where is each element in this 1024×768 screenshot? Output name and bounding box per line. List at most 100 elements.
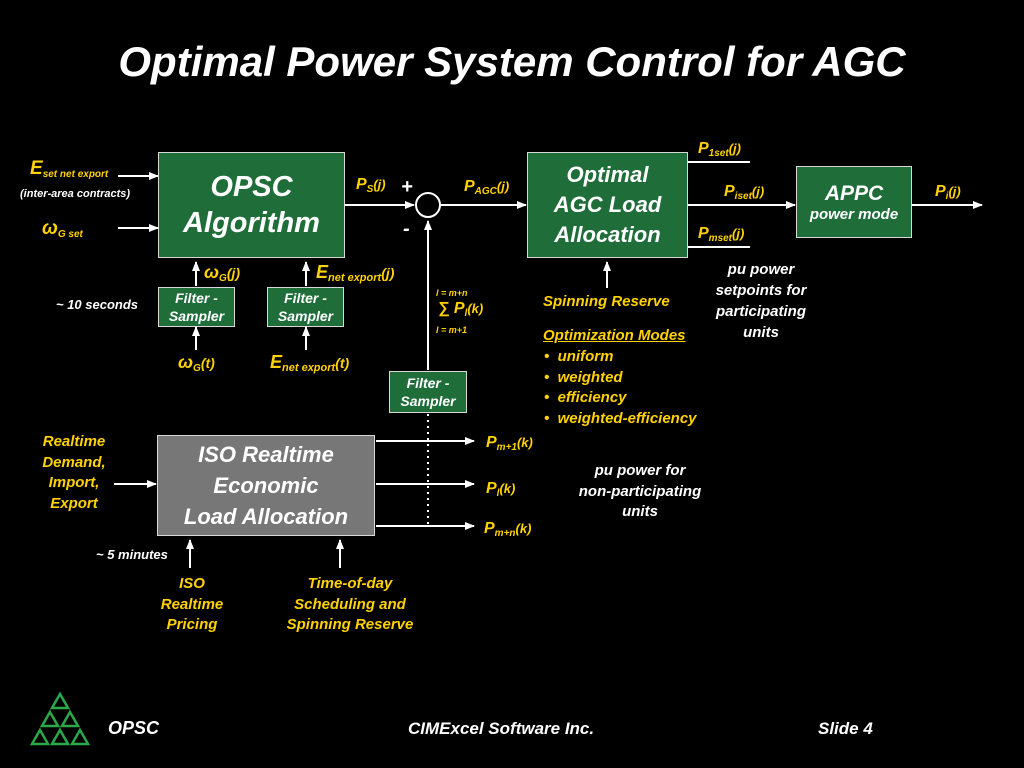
ps-sub: S	[366, 184, 374, 195]
pmn-arg: (k)	[515, 521, 532, 536]
appc-line1: APPC	[824, 181, 884, 205]
e-set-note: (inter-area contracts)	[20, 188, 131, 200]
filter3-line1: Filter -	[406, 375, 450, 391]
pu-setpoints-line2: setpoints for	[715, 282, 807, 299]
sum-expression: ∑ Pl(k)	[438, 300, 483, 319]
pagc-label: PAGC(j)	[464, 178, 510, 197]
footer-left: OPSC	[108, 718, 160, 738]
optimization-modes-list: • uniform • weighted • efficiency • weig…	[544, 347, 697, 429]
minus-sign: -	[403, 218, 410, 240]
page-title: Optimal Power System Control for AGC	[118, 38, 906, 85]
tod-line1: Time-of-day	[307, 575, 393, 592]
filter-sampler-2: Filter - Sampler	[267, 287, 344, 327]
pu-nonparticipating-note: pu power for non-participating units	[560, 461, 720, 523]
sum-p: P	[453, 300, 465, 317]
time-of-day-note: Time-of-day Scheduling and Spinning Rese…	[270, 574, 430, 636]
agc-line1: Optimal	[566, 162, 649, 187]
pi-arg: (j)	[948, 184, 961, 199]
opsc-line2: Algorithm	[183, 207, 320, 239]
pl-label: Pl(k)	[486, 480, 515, 499]
e-set-label: Eset net export	[30, 158, 108, 180]
opt-mode-weighted-efficiency: weighted-efficiency	[557, 409, 697, 427]
p1set-arg: (j)	[728, 141, 741, 156]
agc-line3: Allocation	[554, 222, 661, 247]
piset-main: P	[724, 183, 735, 200]
agc-line2: AGC Load	[553, 192, 662, 217]
realtime-demand-line1: Realtime	[42, 433, 106, 450]
optimization-modes-title: Optimization Modes	[543, 327, 686, 344]
footer-center: CIMExcel Software Inc.	[408, 719, 595, 738]
iso-realtime-box: ISO Realtime Economic Load Allocation	[157, 435, 375, 536]
appc-box: APPC power mode	[796, 166, 912, 238]
plus-sign: +	[401, 176, 413, 198]
pl-main: P	[486, 480, 497, 497]
iso-line2: Economic	[213, 473, 319, 498]
iso-line1: ISO Realtime	[198, 442, 334, 467]
iso-pricing-line1: ISO	[179, 575, 205, 592]
pl-sub: l	[496, 488, 500, 499]
omega-gj-arg: (j)	[226, 265, 241, 281]
pu-nonpart-line1: pu power for	[594, 462, 686, 479]
ps-arg: (j)	[373, 177, 386, 192]
pagc-sub: AGC	[474, 186, 497, 197]
pmset-label: Pmset(j)	[698, 225, 744, 244]
pm1-label: Pm+1(k)	[486, 434, 533, 453]
opt-mode-item: • weighted	[544, 368, 623, 386]
sum-symbol: ∑	[438, 300, 450, 317]
five-minutes-label: ~ 5 minutes	[96, 547, 168, 562]
tod-line2: Scheduling and	[294, 595, 406, 613]
iso-pricing-line3: Pricing	[166, 616, 218, 633]
sum-sub: l	[464, 308, 468, 319]
opsc-algorithm-box: OPSC Algorithm	[158, 152, 345, 258]
pi-main: P	[935, 183, 946, 200]
omega-gt-arg: (t)	[200, 355, 215, 371]
e-netj-arg: (j)	[381, 265, 395, 281]
pi-sub: i	[945, 191, 949, 202]
omega-gj-sub: G	[219, 273, 227, 284]
pu-setpoints-line3: participating	[715, 303, 806, 320]
pu-nonpart-line3: units	[622, 503, 658, 520]
opt-mode-item: • uniform	[544, 348, 614, 365]
e-nett-label: Enet export(t)	[270, 352, 350, 374]
omega-gt-label: ωG(t)	[178, 352, 215, 374]
omega-gj-label: ωG(j)	[204, 262, 241, 284]
logo-icon	[29, 691, 91, 746]
e-netj-label: Enet export(j)	[316, 262, 395, 284]
iso-line3: Load Allocation	[183, 504, 349, 529]
realtime-demand-line3: Import,	[48, 474, 100, 491]
footer-right: Slide 4	[818, 719, 873, 738]
pu-nonpart-line2: non-participating	[578, 482, 702, 500]
pmset-main: P	[698, 225, 709, 242]
filter2-line2: Sampler	[277, 308, 334, 324]
omega-set-main: ω	[42, 218, 58, 239]
omega-set-sub: G set	[57, 229, 83, 240]
pm1-main: P	[486, 434, 497, 451]
opt-mode-weighted: weighted	[557, 368, 623, 386]
pagc-arg: (j)	[496, 179, 510, 194]
appc-line2: power mode	[809, 205, 899, 223]
opt-mode-item: • efficiency	[544, 389, 627, 406]
spinning-reserve-label: Spinning Reserve	[543, 293, 670, 310]
ps-main: P	[356, 176, 367, 193]
p1set-main: P	[698, 140, 709, 157]
pu-setpoints-line4: units	[743, 324, 779, 341]
filter1-line2: Sampler	[168, 308, 225, 324]
piset-label: Piset(j)	[724, 183, 764, 202]
omega-set-label: ωG set	[42, 218, 83, 240]
agc-load-allocation-box: Optimal AGC Load Allocation	[527, 152, 688, 258]
opsc-line1: OPSC	[210, 171, 293, 203]
realtime-demand-line2: Demand,	[42, 453, 106, 471]
iso-pricing-note: ISO Realtime Pricing	[142, 574, 242, 636]
e-nett-arg: (t)	[335, 355, 350, 371]
filter3-line2: Sampler	[400, 393, 456, 409]
sum-top: l = m+n	[436, 288, 468, 298]
pmset-sub: mset	[708, 233, 733, 244]
omega-gj-main: ω	[204, 262, 220, 282]
omega-gt-sub: G	[193, 363, 201, 374]
e-netj-sub: net export	[328, 272, 382, 284]
tod-line3: Spinning Reserve	[286, 616, 414, 633]
opt-mode-item: • weighted-efficiency	[544, 409, 697, 427]
ten-seconds-label: ~ 10 seconds	[56, 297, 139, 312]
e-netj-main: E	[316, 262, 329, 282]
